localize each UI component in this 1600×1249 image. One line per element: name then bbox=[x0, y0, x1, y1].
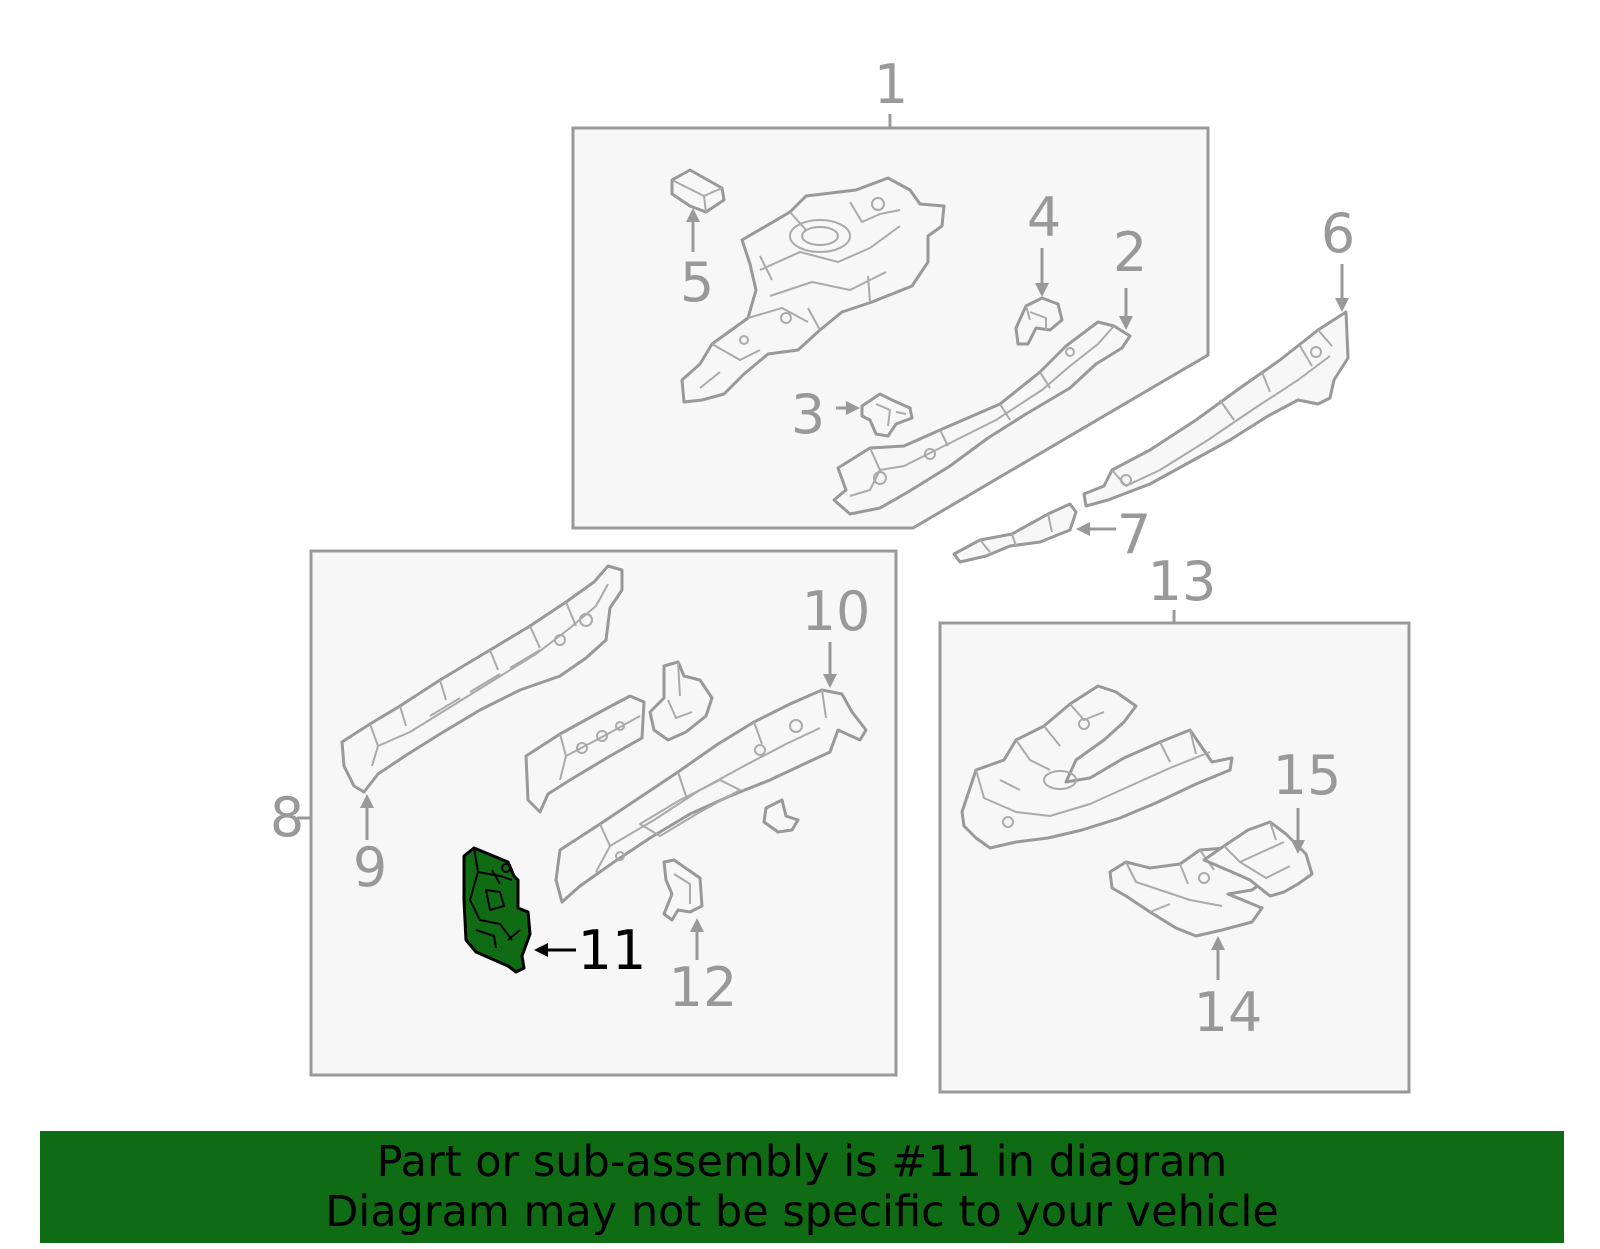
part-10-frame-rail[interactable] bbox=[554, 688, 868, 904]
group-box-13 bbox=[938, 610, 1411, 1094]
arrow-10 bbox=[823, 642, 837, 688]
callout-7[interactable]: 7 bbox=[1117, 503, 1151, 566]
callout-15[interactable]: 15 bbox=[1273, 744, 1342, 807]
callout-8[interactable]: 8 bbox=[270, 786, 304, 849]
arrow-9 bbox=[360, 794, 374, 840]
part-12-gusset[interactable] bbox=[662, 858, 704, 922]
arrow-3 bbox=[836, 401, 860, 415]
part-2-side-member[interactable] bbox=[832, 320, 1132, 516]
info-banner: Part or sub-assembly is #11 in diagram D… bbox=[40, 1131, 1564, 1243]
arrow-5 bbox=[686, 208, 700, 252]
arrow-14 bbox=[1211, 936, 1225, 980]
callout-11[interactable]: 11 bbox=[578, 919, 647, 982]
callout-12[interactable]: 12 bbox=[669, 956, 738, 1019]
part-6-rear-rail[interactable] bbox=[1082, 310, 1350, 508]
part-11-highlighted[interactable] bbox=[462, 846, 532, 974]
callout-4[interactable]: 4 bbox=[1027, 186, 1061, 249]
arrow-7 bbox=[1076, 522, 1116, 536]
part-8-bracket[interactable] bbox=[524, 694, 646, 814]
callout-13[interactable]: 13 bbox=[1148, 550, 1217, 613]
callout-2[interactable]: 2 bbox=[1113, 221, 1147, 284]
arrow-11 bbox=[534, 943, 576, 957]
callout-5[interactable]: 5 bbox=[680, 251, 714, 314]
arrow-6 bbox=[1335, 264, 1349, 312]
callout-1[interactable]: 1 bbox=[874, 53, 908, 116]
part-5-bracket[interactable] bbox=[670, 168, 726, 214]
part-9-front-rail[interactable] bbox=[340, 564, 624, 794]
callout-3[interactable]: 3 bbox=[791, 383, 825, 446]
callout-10[interactable]: 10 bbox=[802, 580, 871, 643]
banner-line-1: Part or sub-assembly is #11 in diagram bbox=[376, 1137, 1228, 1187]
arrow-4 bbox=[1035, 248, 1049, 297]
part-10-clip[interactable] bbox=[762, 798, 800, 834]
part-3-bracket[interactable] bbox=[860, 392, 914, 438]
part-8-upright-bracket[interactable] bbox=[648, 660, 714, 742]
part-1-apron-assembly[interactable] bbox=[680, 176, 946, 404]
part-13-floor-pan[interactable] bbox=[960, 684, 1234, 850]
callout-9[interactable]: 9 bbox=[353, 836, 387, 899]
part-7-reinforcement[interactable] bbox=[952, 502, 1078, 564]
callout-6[interactable]: 6 bbox=[1321, 202, 1355, 265]
arrow-2 bbox=[1119, 288, 1133, 330]
part-15-cross-member[interactable] bbox=[1202, 820, 1314, 898]
part-4-bracket[interactable] bbox=[1014, 296, 1064, 346]
arrow-12 bbox=[690, 918, 704, 960]
group-box-1 bbox=[571, 114, 1210, 530]
banner-line-2: Diagram may not be specific to your vehi… bbox=[325, 1187, 1279, 1237]
arrow-15 bbox=[1291, 808, 1305, 854]
callout-14[interactable]: 14 bbox=[1194, 981, 1263, 1044]
